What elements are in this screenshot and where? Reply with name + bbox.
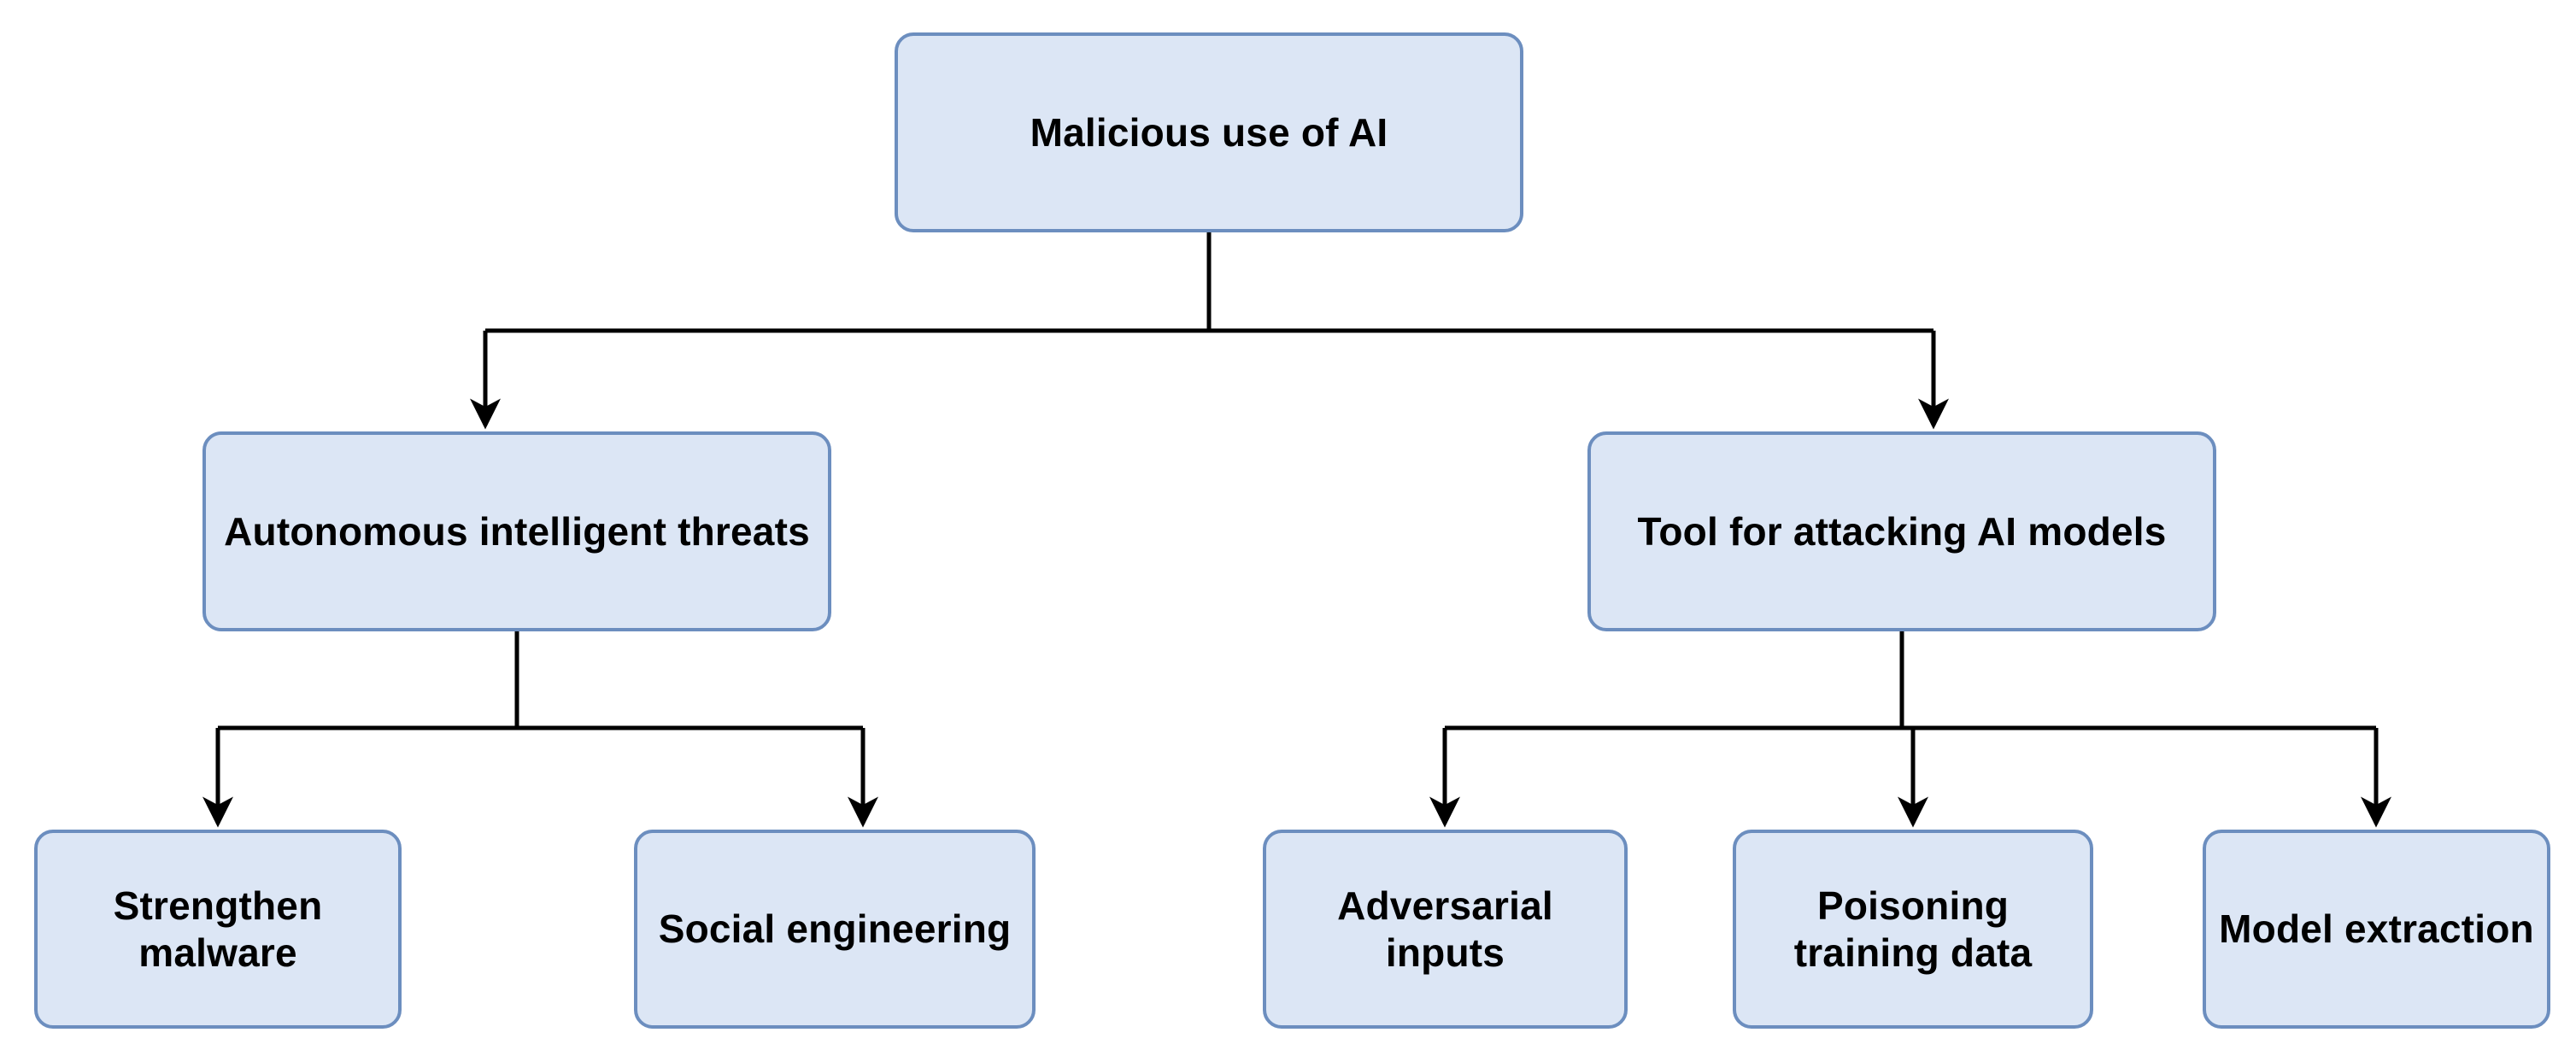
node-adversarial-inputs[interactable]: Adversarial inputs [1263, 830, 1628, 1029]
node-model-extraction[interactable]: Model extraction [2203, 830, 2550, 1029]
node-strengthen-malware[interactable]: Strengthen malware [34, 830, 402, 1029]
node-label: Autonomous intelligent threats [224, 508, 810, 554]
node-label: Poisoning training data [1793, 883, 2033, 975]
node-label: Strengthen malware [113, 883, 323, 975]
node-social-engineering[interactable]: Social engineering [634, 830, 1036, 1029]
node-label: Tool for attacking AI models [1637, 508, 2167, 554]
node-label: Model extraction [2219, 906, 2534, 952]
node-label: Adversarial inputs [1337, 883, 1553, 975]
node-autonomous-intelligent-threats[interactable]: Autonomous intelligent threats [202, 431, 831, 631]
node-poisoning-training-data[interactable]: Poisoning training data [1733, 830, 2093, 1029]
node-label: Social engineering [658, 906, 1012, 952]
node-malicious-use-of-ai[interactable]: Malicious use of AI [895, 32, 1523, 232]
node-label: Malicious use of AI [1030, 109, 1388, 155]
node-tool-for-attacking-ai-models[interactable]: Tool for attacking AI models [1587, 431, 2216, 631]
